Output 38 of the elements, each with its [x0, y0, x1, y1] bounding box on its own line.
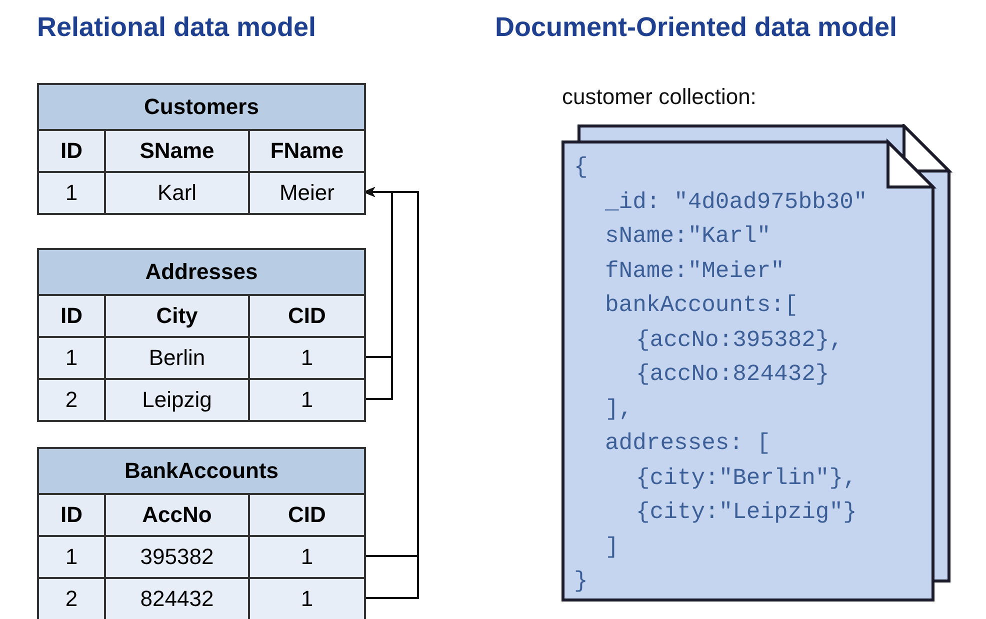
table-cell: Berlin [104, 338, 248, 378]
collection-heading: customer collection: [562, 84, 756, 110]
table-cell: 2 [39, 380, 104, 420]
table-cell: 824432 [104, 579, 248, 619]
table-cell: 1 [39, 537, 104, 577]
column-header: AccNo [104, 495, 248, 535]
column-header: ID [39, 131, 104, 171]
table-row [39, 577, 364, 619]
column-header: SName [104, 131, 248, 171]
table-title: Addresses [39, 250, 364, 296]
table-row [39, 378, 364, 420]
database-table [37, 83, 366, 215]
table-cell: 1 [248, 338, 364, 378]
database-table [37, 248, 366, 422]
column-header: City [104, 296, 248, 336]
table-cell: Karl [104, 173, 248, 213]
table-title: Customers [39, 85, 364, 131]
column-header: CID [248, 296, 364, 336]
table-cell: 1 [248, 579, 364, 619]
table-cell: 2 [39, 579, 104, 619]
section-heading: Document-Oriented data model [495, 12, 898, 43]
section-heading: Relational data model [37, 12, 316, 43]
table-row [39, 171, 364, 213]
table-row [39, 535, 364, 577]
table-row [39, 336, 364, 378]
table-cell: 1 [248, 380, 364, 420]
table-cell: 1 [39, 338, 104, 378]
column-header: ID [39, 296, 104, 336]
table-cell: Leipzig [104, 380, 248, 420]
table-cell: Meier [248, 173, 364, 213]
column-header: ID [39, 495, 104, 535]
column-header: FName [248, 131, 364, 171]
table-title: BankAccounts [39, 449, 364, 495]
column-header: CID [248, 495, 364, 535]
database-table [37, 447, 366, 619]
table-cell: 1 [248, 537, 364, 577]
table-cell: 1 [39, 173, 104, 213]
table-cell: 395382 [104, 537, 248, 577]
